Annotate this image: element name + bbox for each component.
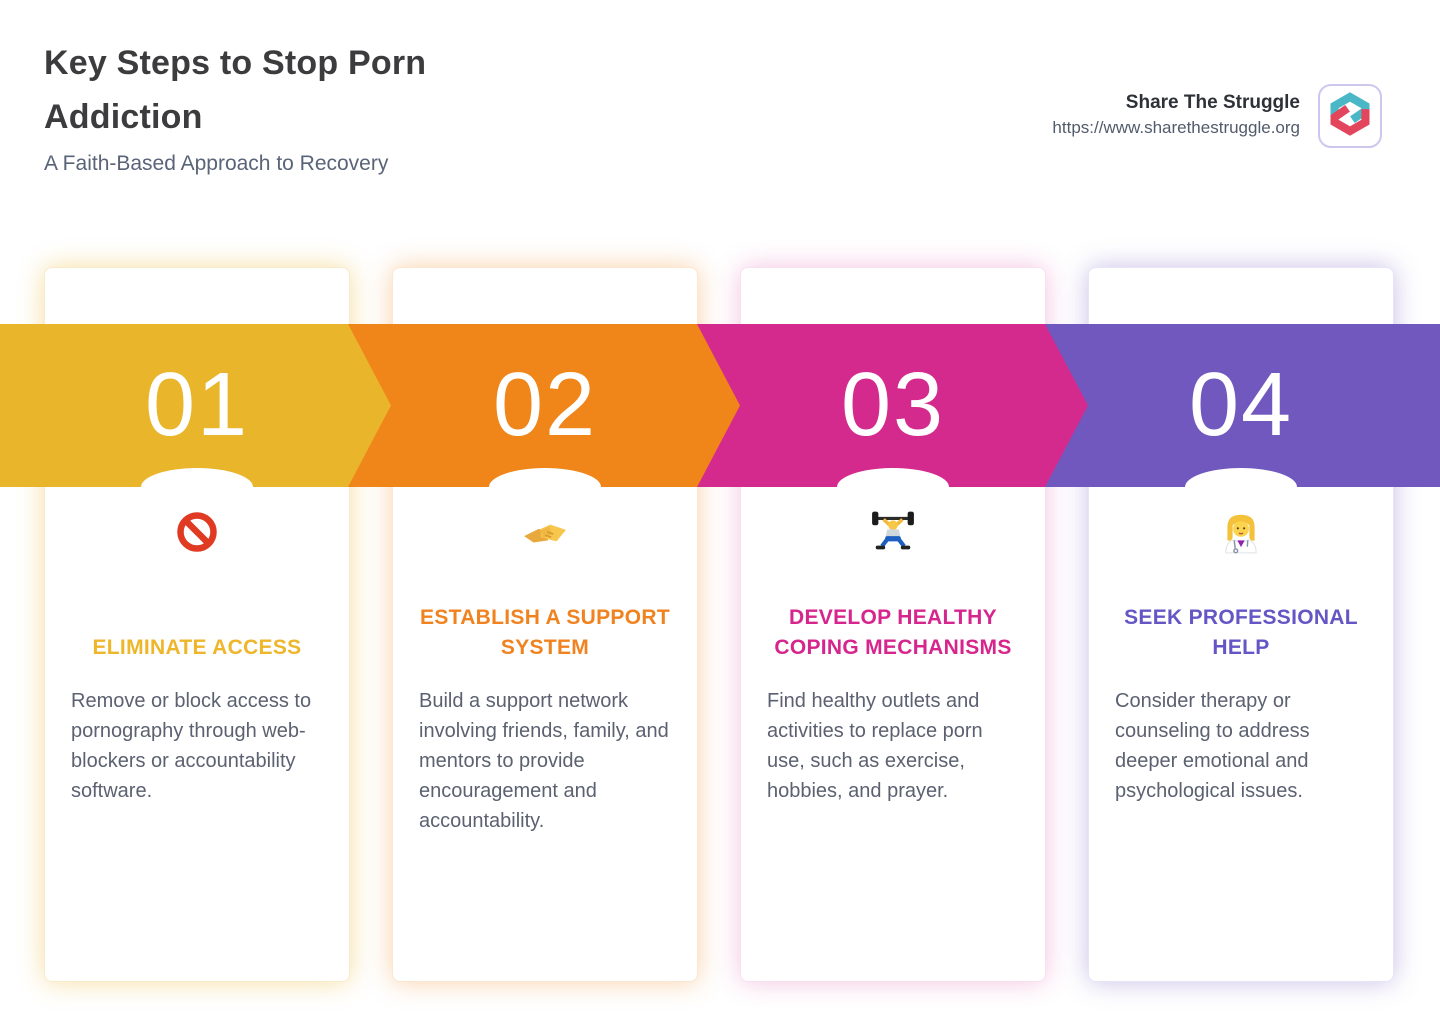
step-title: ESTABLISH A SUPPORT SYSTEM	[420, 606, 670, 659]
brand-name: Share The Struggle	[1125, 92, 1300, 113]
banner-notch	[141, 468, 253, 506]
step-title: SEEK PROFESSIONAL HELP	[1124, 606, 1358, 659]
share-the-struggle-s-logo-icon	[1324, 88, 1376, 145]
weightlifter-icon	[741, 508, 1045, 556]
brand-block: Share The Struggle https://www.sharethes…	[1052, 90, 1300, 140]
banner-notch	[837, 468, 949, 506]
banner-chevron-step-3	[697, 324, 1088, 487]
step-description: Find healthy outlets and activities to r…	[767, 690, 983, 802]
step-number: 03	[840, 355, 946, 455]
step-number: 02	[492, 355, 598, 455]
step-number: 04	[1188, 355, 1294, 455]
step-title: ELIMINATE ACCESS	[92, 636, 302, 659]
no-entry-icon	[45, 508, 349, 556]
page-title: Key Steps to Stop Porn Addiction	[44, 44, 427, 136]
brand-logo	[1318, 84, 1382, 148]
banner-chevron-step-4	[1045, 324, 1440, 487]
step-description: Build a support network involving friend…	[419, 690, 669, 832]
woman-health-worker-icon	[1089, 508, 1393, 556]
banner-notch	[489, 468, 601, 506]
step-description: Consider therapy or counseling to addres…	[1115, 690, 1310, 802]
banner-chevron-step-2	[348, 324, 740, 487]
banner-chevron-step-1	[0, 324, 391, 487]
step-number: 01	[144, 355, 250, 455]
step-description: Remove or block access to pornography th…	[71, 690, 312, 802]
page-subtitle: A Faith-Based Approach to Recovery	[44, 152, 389, 175]
step-title: DEVELOP HEALTHY COPING MECHANISMS	[774, 606, 1012, 659]
brand-url: https://www.sharethestruggle.org	[1052, 118, 1300, 137]
banner-notch	[1185, 468, 1297, 506]
handshake-icon	[393, 508, 697, 556]
